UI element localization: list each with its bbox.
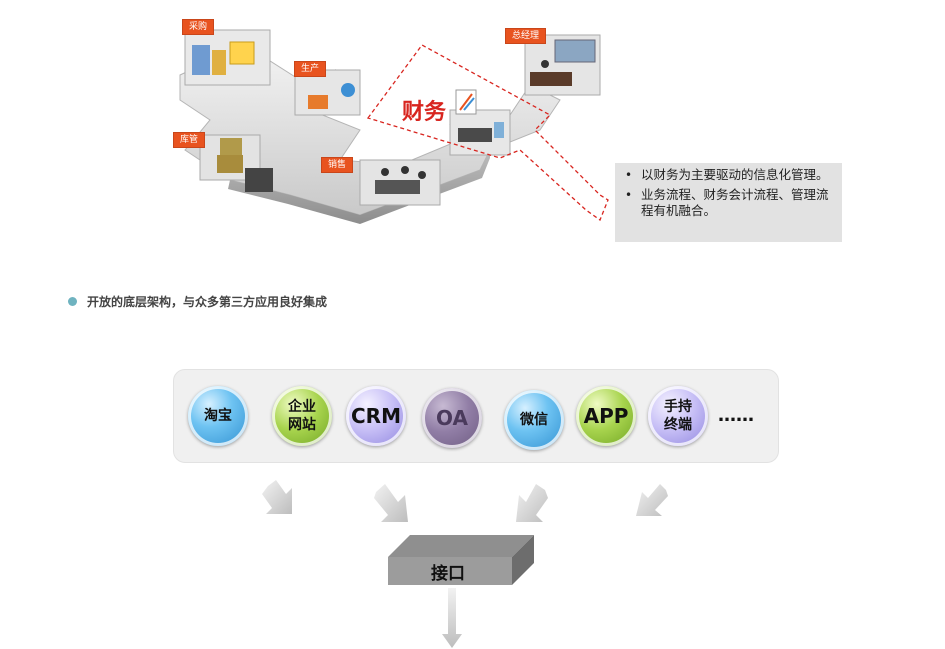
interface-box: 接口 bbox=[388, 535, 534, 585]
interface-block-shape bbox=[388, 535, 534, 585]
label-production: 生产 bbox=[294, 61, 327, 77]
app-label: OA bbox=[436, 406, 468, 430]
app-label: CRM bbox=[351, 404, 401, 428]
arrow-down-right-icon bbox=[374, 484, 408, 522]
label-general-manager: 总经理 bbox=[505, 28, 547, 44]
interface-label: 接口 bbox=[431, 563, 465, 584]
info-item-2: 业务流程、财务会计流程、管理流程有机融合。 bbox=[623, 187, 834, 219]
app-crm: CRM bbox=[346, 386, 406, 446]
app-handheld-terminal: 手持 终端 bbox=[648, 386, 708, 446]
arrow-down-left-icon bbox=[516, 484, 548, 522]
label-sales: 销售 bbox=[321, 157, 354, 173]
section-heading: 开放的底层架构，与众多第三方应用良好集成 bbox=[68, 291, 327, 311]
flow-arrows bbox=[262, 480, 668, 648]
app-wechat: 微信 bbox=[504, 390, 564, 450]
app-label: 微信 bbox=[520, 412, 548, 428]
bullet-dot-icon bbox=[68, 296, 77, 306]
erp-flow-illustration: 采购 生产 库管 销售 总经理 bbox=[160, 0, 620, 240]
info-list: 以财务为主要驱动的信息化管理。 业务流程、财务会计流程、管理流程有机融合。 bbox=[623, 167, 834, 219]
arrow-down-icon bbox=[442, 588, 462, 648]
app-oa: OA bbox=[422, 388, 482, 448]
app-label: APP bbox=[583, 404, 629, 428]
section-heading-text: 开放的底层架构，与众多第三方应用良好集成 bbox=[87, 294, 328, 309]
app-enterprise-website: 企业 网站 bbox=[272, 386, 332, 446]
app-taobao: 淘宝 bbox=[188, 386, 248, 446]
app-label: 淘宝 bbox=[204, 408, 232, 424]
app-label: 手持 终端 bbox=[664, 399, 692, 433]
app-label: 企业 网站 bbox=[288, 399, 316, 433]
label-procurement: 采购 bbox=[182, 19, 215, 35]
label-warehouse: 库管 bbox=[173, 132, 206, 148]
more-apps-ellipsis: …… bbox=[718, 405, 754, 426]
info-box: 以财务为主要驱动的信息化管理。 业务流程、财务会计流程、管理流程有机融合。 bbox=[615, 163, 842, 242]
app-mobile-app: APP bbox=[576, 386, 636, 446]
info-item-1: 以财务为主要驱动的信息化管理。 bbox=[623, 167, 834, 183]
arrow-down-right-icon bbox=[262, 480, 292, 514]
arrow-down-left-icon bbox=[636, 484, 668, 516]
isometric-office-graphic bbox=[179, 29, 609, 224]
finance-doc-icon bbox=[455, 89, 477, 115]
finance-label: 财务 bbox=[402, 99, 447, 125]
